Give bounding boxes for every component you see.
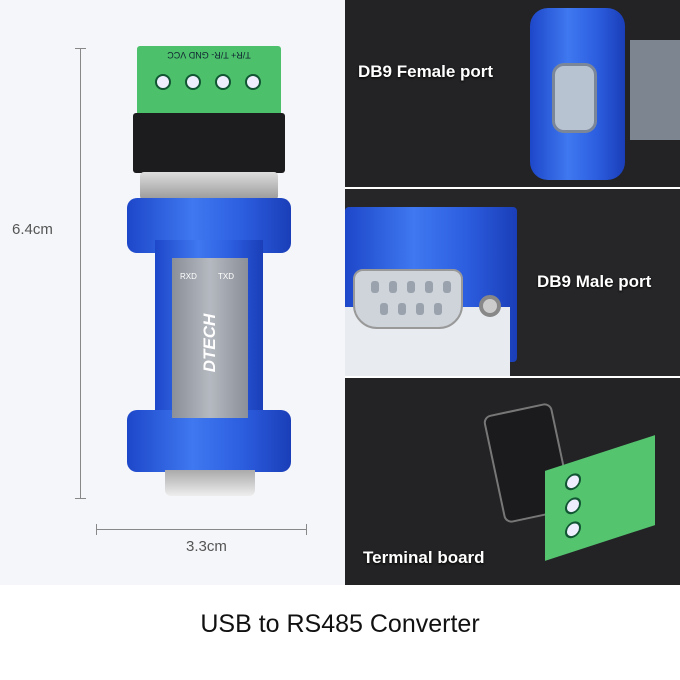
brand-logo: DTECH bbox=[200, 313, 219, 373]
metal-shell bbox=[140, 172, 278, 200]
db9-connector-bottom bbox=[165, 470, 255, 496]
panel-terminal-board: Terminal board bbox=[345, 378, 680, 585]
label-plate bbox=[630, 40, 680, 140]
width-dimension-line bbox=[96, 529, 306, 530]
txd-label: TXD bbox=[218, 272, 234, 281]
db9-female-icon bbox=[552, 63, 597, 133]
panel-label: DB9 Male port bbox=[537, 272, 652, 291]
screw-icon bbox=[185, 74, 201, 90]
label-plate: RXD TXD DTECH bbox=[172, 258, 248, 418]
panel-label: DB9 Female port bbox=[358, 62, 494, 81]
hex-nut-icon bbox=[479, 295, 501, 317]
terminal-labels: T/R+ T/R- GND VCC bbox=[167, 50, 251, 60]
panel-label: Terminal board bbox=[363, 548, 485, 567]
panel-female-port: DB9 Female port bbox=[345, 0, 680, 187]
height-dimension-line bbox=[80, 48, 81, 498]
rxd-label: RXD bbox=[180, 272, 197, 281]
height-label: 6.4cm bbox=[12, 221, 53, 238]
screw-icon bbox=[245, 74, 261, 90]
terminal-block: T/R+ T/R- GND VCC bbox=[137, 46, 281, 116]
db9-male-icon bbox=[353, 269, 463, 329]
dimension-tick bbox=[75, 48, 86, 49]
dimension-tick bbox=[75, 498, 86, 499]
width-label: 3.3cm bbox=[186, 538, 227, 555]
screw-icon bbox=[215, 74, 231, 90]
caption: USB to RS485 Converter bbox=[200, 610, 480, 638]
adapter-photo bbox=[530, 8, 625, 180]
screw-icon bbox=[155, 74, 171, 90]
db9-connector-top bbox=[133, 113, 285, 173]
body-bottom bbox=[127, 410, 291, 472]
panel-male-port: DB9 Male port bbox=[345, 189, 680, 376]
product-view: 6.4cm 3.3cm T/R+ T/R- GND VCC RXD TXD DT… bbox=[0, 0, 345, 585]
dimension-tick bbox=[96, 524, 97, 535]
dimension-tick bbox=[306, 524, 307, 535]
